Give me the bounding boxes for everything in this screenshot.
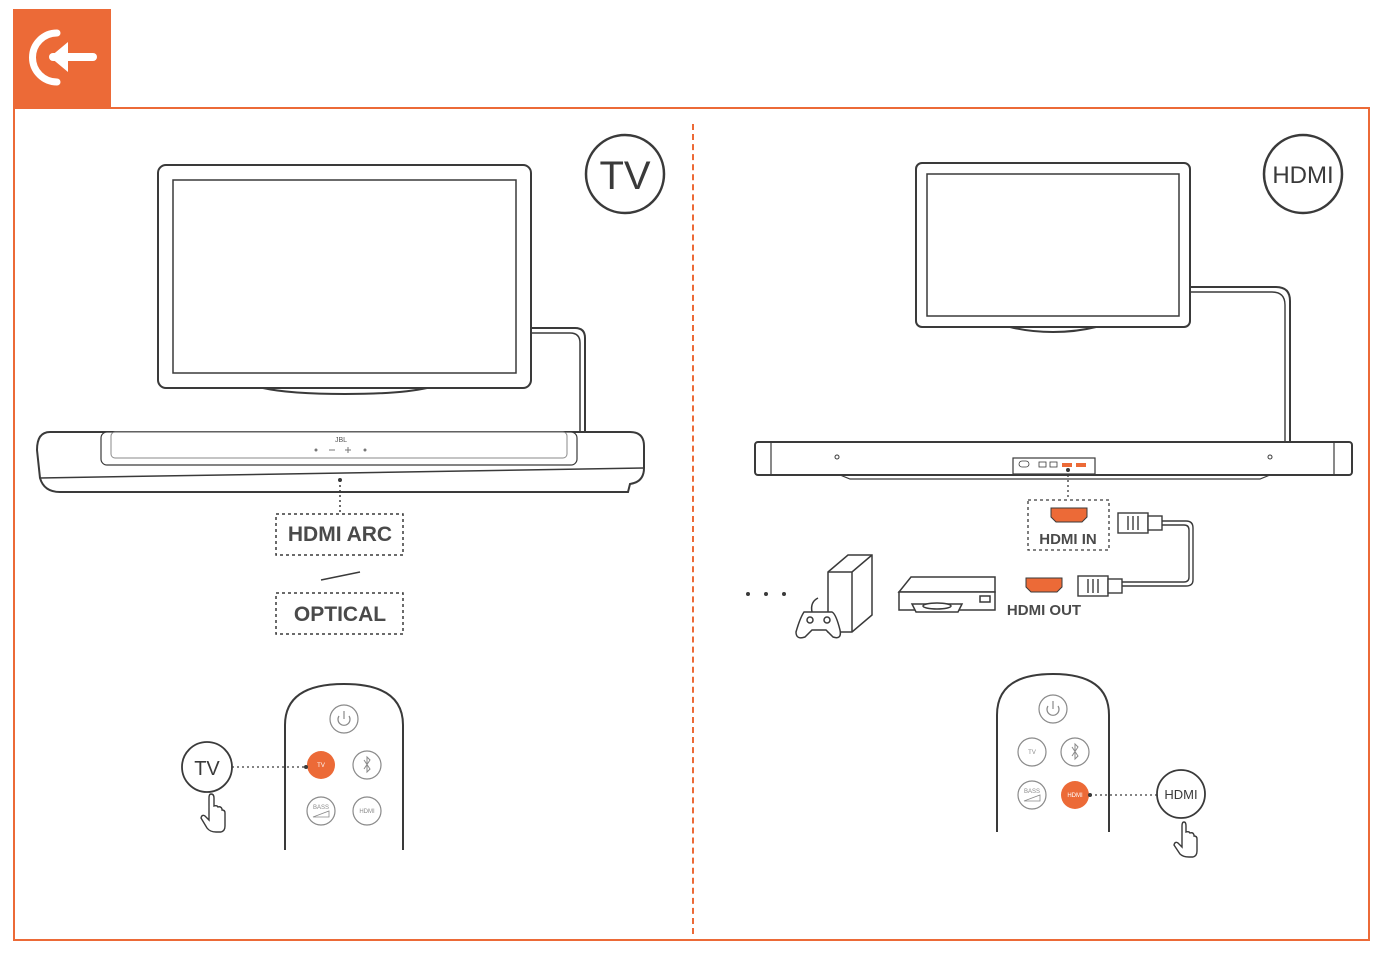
remote-bass-button [306, 796, 336, 826]
remote-bass-label: BASS [313, 805, 329, 811]
tv-source-badge: TV [584, 133, 666, 215]
hdmi-source-badge-label: HDMI [1272, 162, 1333, 189]
right-panel: HDMI [746, 133, 1353, 858]
content-frame [13, 107, 1370, 941]
left-callout-label: TV [194, 758, 220, 780]
right-remote: TV BASS HDMI [996, 672, 1110, 832]
right-soundbar [754, 441, 1353, 480]
hdmi-arc-label-box: HDMI ARC [275, 513, 404, 556]
more-devices-ellipsis [746, 592, 786, 596]
optical-label-box: OPTICAL [275, 592, 404, 635]
hdmi-in-label: HDMI IN [1039, 531, 1097, 548]
right-callout-label: HDMI [1164, 787, 1197, 802]
hdmi-cable [1077, 512, 1194, 597]
panel-divider [692, 124, 694, 934]
remote-tv-button [1017, 737, 1047, 767]
hdmi-arc-label: HDMI ARC [288, 523, 392, 546]
hdmi-port-icon [1025, 577, 1063, 593]
remote-hdmi-label: HDMI [359, 809, 375, 815]
remote-hdmi-button [1061, 781, 1089, 809]
hand-pointer-icon [1173, 821, 1198, 858]
remote-hdmi-button [352, 796, 382, 826]
optical-label: OPTICAL [294, 603, 386, 626]
left-soundbar: JBL [35, 431, 645, 493]
or-slash [320, 571, 361, 581]
back-arrow-icon [29, 29, 97, 86]
right-remote-callout: HDMI [1156, 769, 1206, 819]
hdmi-out-port: HDMI OUT [1007, 577, 1081, 619]
remote-tv-button-label: TV [317, 763, 325, 769]
left-remote-callout: TV [181, 741, 233, 793]
left-remote: TV BASS HDMI [284, 682, 404, 850]
hand-pointer-icon [200, 793, 226, 833]
soundbar-logo: JBL [335, 437, 347, 444]
right-remote-hdmi-label: HDMI [1067, 793, 1083, 799]
left-tv [157, 164, 532, 396]
hdmi-out-label: HDMI OUT [1007, 602, 1081, 619]
back-button[interactable] [13, 9, 111, 107]
right-remote-tv-label: TV [1028, 750, 1036, 756]
remote-tv-button [307, 751, 335, 779]
hdmi-source-badge: HDMI [1262, 133, 1344, 215]
left-panel: TV JBL HDMI [35, 133, 666, 850]
right-remote-bass-label: BASS [1024, 789, 1040, 795]
dvd-player-icon [897, 576, 996, 613]
right-tv [915, 162, 1191, 334]
hdmi-port-icon [1050, 507, 1088, 523]
tv-source-badge-label: TV [599, 154, 650, 198]
hdmi-in-port-box: HDMI IN [1027, 499, 1110, 551]
remote-bass-button [1017, 780, 1047, 810]
game-console-icon [795, 554, 873, 639]
left-tv-cable [531, 327, 586, 432]
